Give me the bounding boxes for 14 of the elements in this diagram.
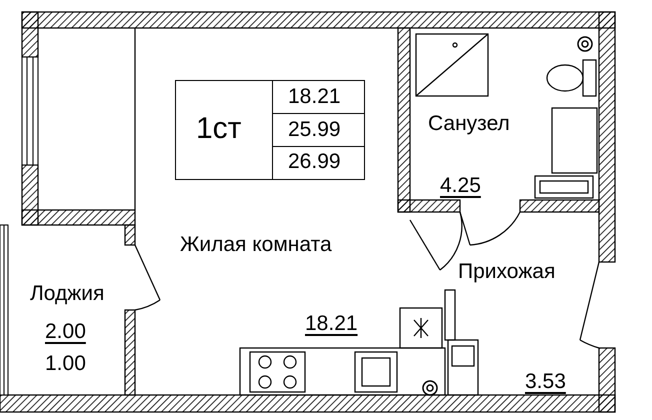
room-name: Прихожая — [458, 260, 556, 284]
room-area: 18.21 — [305, 312, 358, 336]
room-area: 1.00 — [45, 352, 86, 376]
area-value: 18.21 — [288, 85, 341, 110]
room-name: Санузел — [428, 112, 510, 136]
area-table — [175, 80, 365, 180]
area-value: 25.99 — [288, 118, 341, 142]
room-area: 3.53 — [525, 370, 566, 394]
room-name: Лоджия — [30, 282, 104, 306]
room-name: Жилая комната — [180, 233, 332, 257]
apartment-type: 1ст — [196, 112, 242, 146]
room-area: 2.00 — [45, 320, 86, 344]
area-value: 26.99 — [288, 150, 341, 174]
room-area: 4.25 — [440, 174, 481, 198]
